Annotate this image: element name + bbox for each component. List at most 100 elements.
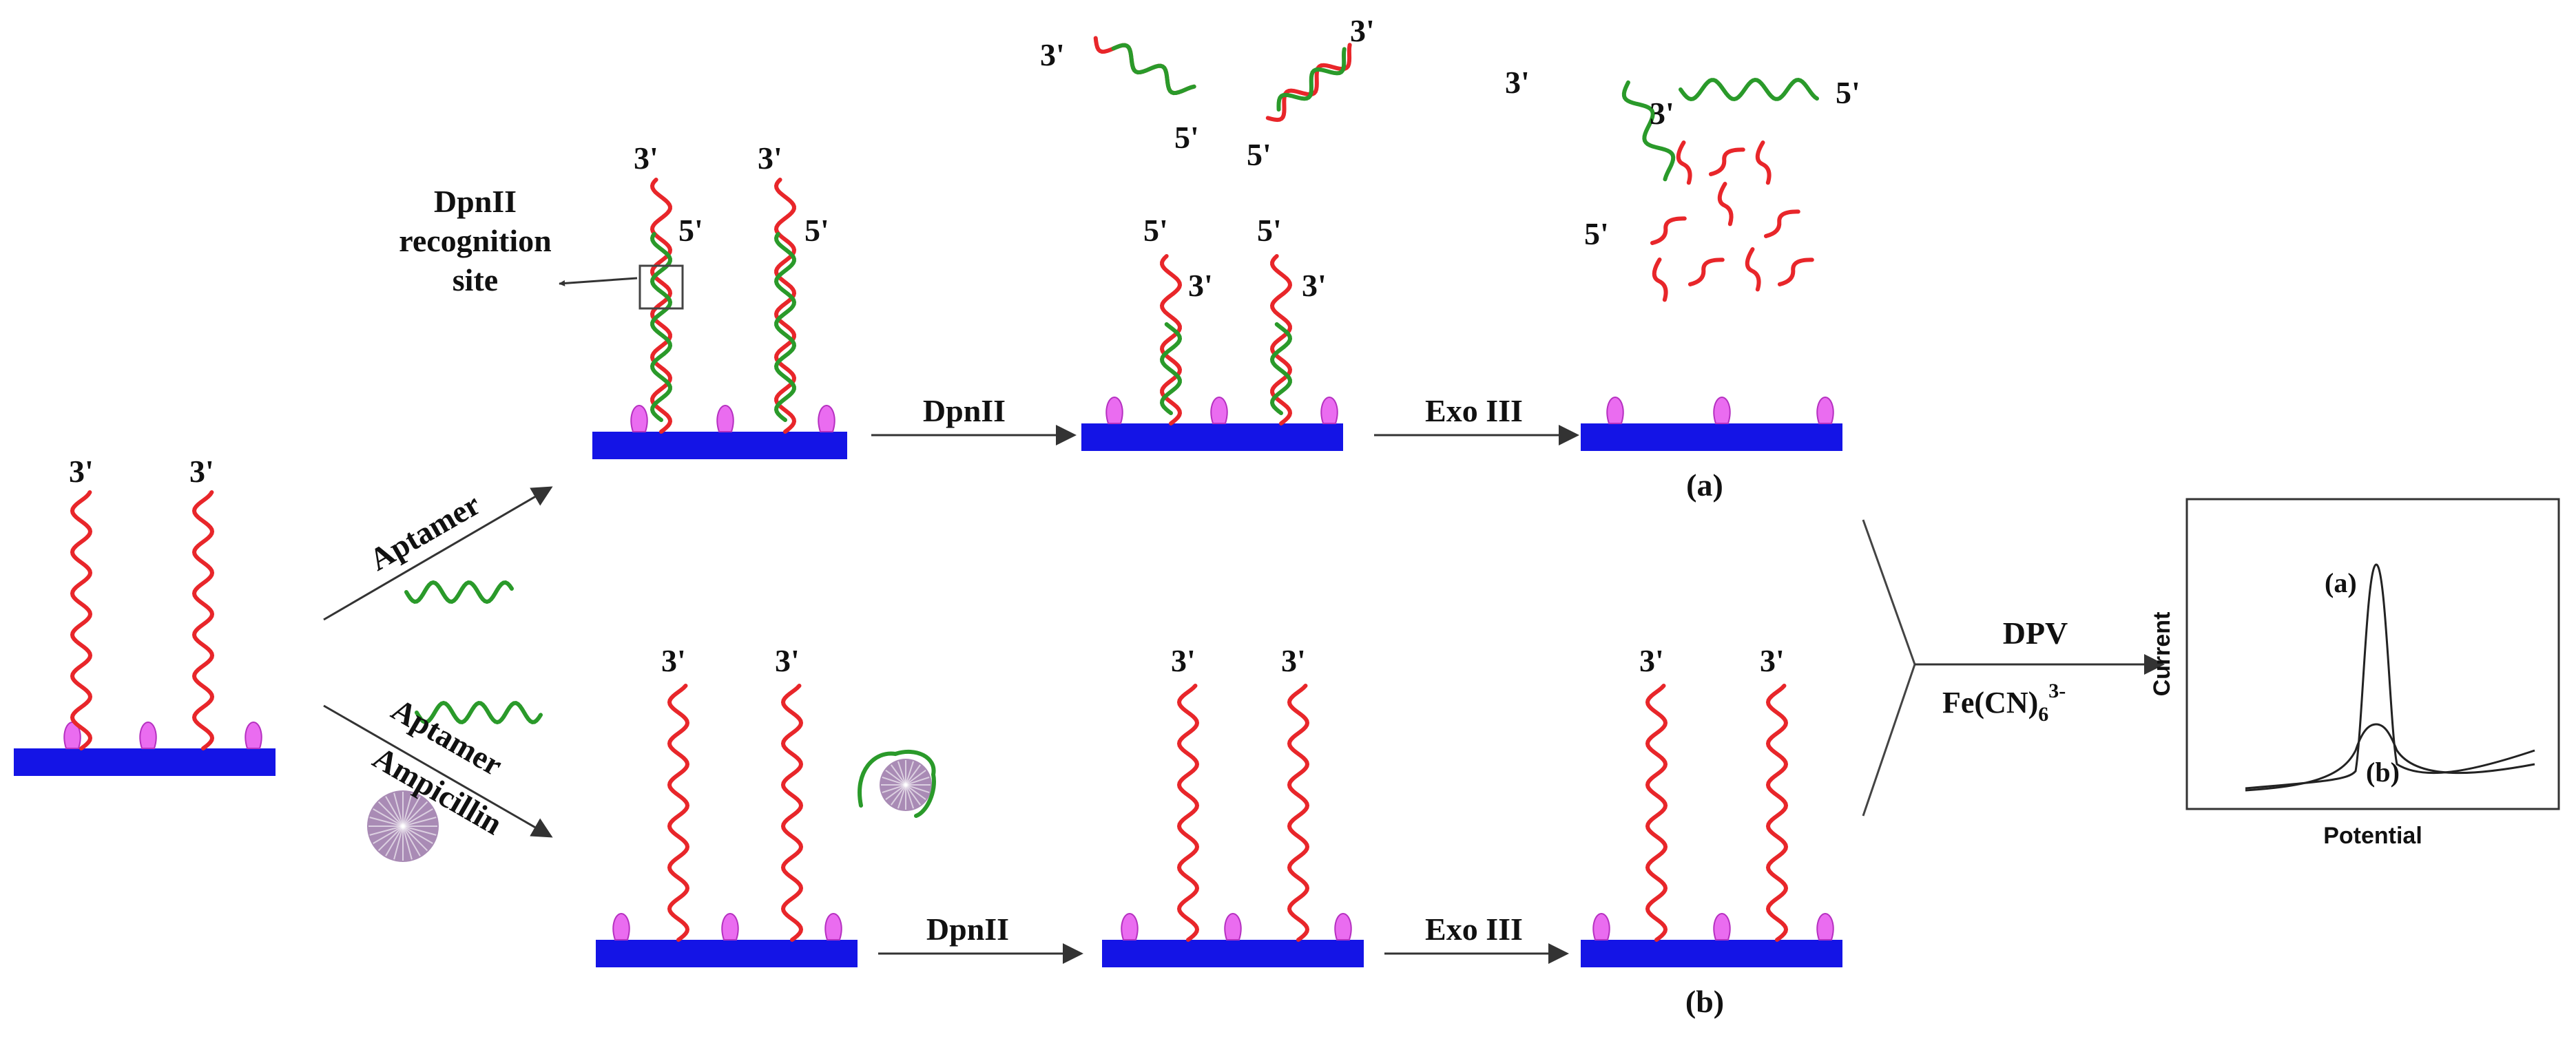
anchor-top1-0 bbox=[630, 404, 648, 432]
ampicillin-spoke bbox=[402, 826, 413, 860]
complex-ampicillin-spoke bbox=[890, 764, 906, 786]
probe-bottom-1-1 bbox=[780, 684, 804, 942]
anchor-bottom-3-0 bbox=[1592, 912, 1610, 940]
ampicillin-spoke bbox=[377, 826, 404, 852]
electrode-top-3 bbox=[1581, 423, 1842, 451]
ampicillin-spoke bbox=[385, 826, 404, 856]
probe-bottom-1-0 bbox=[667, 684, 690, 942]
duplex-top1-2-aptamer bbox=[773, 232, 797, 422]
probe-bottom-3-0 bbox=[1645, 684, 1668, 942]
prime3-fragment-right: 3' bbox=[1350, 13, 1375, 48]
anchor-bottom-1-0 bbox=[612, 912, 630, 940]
complex-ampicillin-spoke bbox=[897, 761, 906, 786]
ampicillin-spoke bbox=[393, 792, 404, 827]
prime5-top1-1: 5' bbox=[678, 213, 703, 248]
ampicillin-spoke bbox=[402, 826, 437, 836]
ferricyanide-label: Fe(CN)63- bbox=[1942, 680, 2066, 726]
ampicillin-spoke bbox=[402, 826, 421, 856]
x-axis-label: Potential bbox=[2323, 823, 2422, 849]
anchor-top3-2 bbox=[1816, 396, 1834, 424]
dpnii-label-bottom: DpnII bbox=[926, 912, 1009, 947]
complex-ampicillin-spoke bbox=[897, 784, 906, 809]
duplex-top2-1-aptamer bbox=[1159, 322, 1183, 415]
complex-aptamer bbox=[858, 749, 936, 818]
aptamer-arrow bbox=[323, 486, 553, 621]
digested-nucleotide-5 bbox=[1763, 209, 1800, 238]
digested-nucleotide-8 bbox=[1745, 247, 1761, 292]
path-a-label: (a) bbox=[1686, 467, 1723, 503]
complex-ampicillin-spoke bbox=[905, 784, 915, 809]
duplex-top1-1-probe bbox=[650, 178, 673, 434]
complex-ampicillin-spoke bbox=[905, 776, 930, 786]
electrode-bottom-1 bbox=[596, 940, 858, 967]
ampicillin-spoke bbox=[373, 808, 404, 827]
ampicillin-spoke bbox=[369, 826, 404, 836]
prime3-top2-2: 3' bbox=[1302, 268, 1327, 303]
duplex-top1-2-probe bbox=[773, 178, 797, 434]
probe-bottom-2-1 bbox=[1287, 684, 1310, 942]
anchor-initial-2 bbox=[245, 721, 262, 749]
prime3-bottom-1-1: 3' bbox=[775, 643, 800, 678]
recognition-site-box bbox=[638, 264, 684, 310]
aptamer-released-1 bbox=[1621, 80, 1676, 182]
dpnii-label-top: DpnII bbox=[923, 393, 1006, 428]
digested-nucleotide-0 bbox=[1676, 140, 1692, 185]
curve-a bbox=[2245, 563, 2535, 790]
anchor-top1-1 bbox=[716, 404, 734, 432]
ampicillin-spoke bbox=[402, 817, 437, 827]
electrode-top-2 bbox=[1081, 423, 1343, 451]
anchor-top2-0 bbox=[1105, 396, 1123, 424]
prime5-top1-2: 5' bbox=[804, 213, 829, 248]
digested-nucleotide-4 bbox=[1717, 182, 1734, 227]
digested-nucleotide-9 bbox=[1777, 257, 1814, 286]
anchor-bottom-3-1 bbox=[1713, 912, 1731, 940]
digested-nucleotide-2 bbox=[1755, 140, 1772, 185]
prime5-fragment-left: 5' bbox=[1174, 120, 1199, 155]
prime5-released-2: 5' bbox=[1836, 75, 1860, 110]
prime3-bottom-2-0: 3' bbox=[1171, 643, 1196, 678]
anchor-top1-2 bbox=[818, 404, 835, 432]
recognition-label-1: DpnII bbox=[434, 184, 517, 219]
electrode-bottom-2 bbox=[1102, 940, 1364, 967]
digested-nucleotide-7 bbox=[1687, 257, 1725, 286]
complex-ampicillin-spoke bbox=[882, 776, 906, 786]
prime3-bottom-3-1: 3' bbox=[1760, 643, 1785, 678]
probe-initial-1 bbox=[70, 490, 93, 750]
prime3-top2-1: 3' bbox=[1188, 268, 1213, 303]
prime5-released-1: 5' bbox=[1584, 216, 1609, 251]
digested-nucleotide-3 bbox=[1650, 216, 1687, 245]
aptamer-released-2 bbox=[1679, 77, 1819, 102]
dpv-chart: (a) (b) Current Potential bbox=[2149, 498, 2560, 849]
complex-ampicillin-spoke bbox=[885, 784, 906, 801]
aptamer-free-top bbox=[404, 580, 514, 604]
ampicillin-spoke bbox=[402, 792, 413, 827]
anchor-bottom-1-1 bbox=[721, 912, 739, 940]
ampicillin-spoke bbox=[377, 801, 404, 827]
anchor-bottom-2-2 bbox=[1334, 912, 1352, 940]
ampicillin-spoke bbox=[369, 817, 404, 827]
digested-nucleotide-6 bbox=[1652, 257, 1668, 302]
complex-ampicillin-spoke bbox=[905, 784, 926, 801]
fragment-right-aptamer bbox=[1276, 47, 1347, 112]
ampicillin-spoke bbox=[393, 826, 404, 860]
anchor-bottom-2-0 bbox=[1121, 912, 1139, 940]
anchor-bottom-1-2 bbox=[824, 912, 842, 940]
complex-ampicillin-spoke bbox=[905, 769, 926, 786]
complex-ampicillin-spoke bbox=[890, 784, 906, 806]
aptamer-free-bottom bbox=[415, 700, 543, 725]
complex-ampicillin-spoke bbox=[885, 769, 906, 786]
prime3-top1-2: 3' bbox=[758, 140, 782, 176]
anchor-top2-1 bbox=[1210, 396, 1228, 424]
ampicillin-spoke bbox=[402, 808, 433, 827]
electrode-bottom-3 bbox=[1581, 940, 1842, 967]
digested-nucleotide-1 bbox=[1708, 147, 1745, 176]
complex-ampicillin-spoke bbox=[905, 784, 922, 806]
curve-a-label: (a) bbox=[2325, 567, 2357, 598]
probe-initial-2 bbox=[191, 490, 215, 750]
prime3-top1-1: 3' bbox=[634, 140, 658, 176]
aptamer-label-top: Aptamer bbox=[364, 486, 486, 577]
prime3-released-1: 3' bbox=[1505, 65, 1530, 100]
complex-ampicillin-spoke bbox=[905, 764, 922, 786]
prime3-initial-1: 3' bbox=[69, 454, 94, 489]
